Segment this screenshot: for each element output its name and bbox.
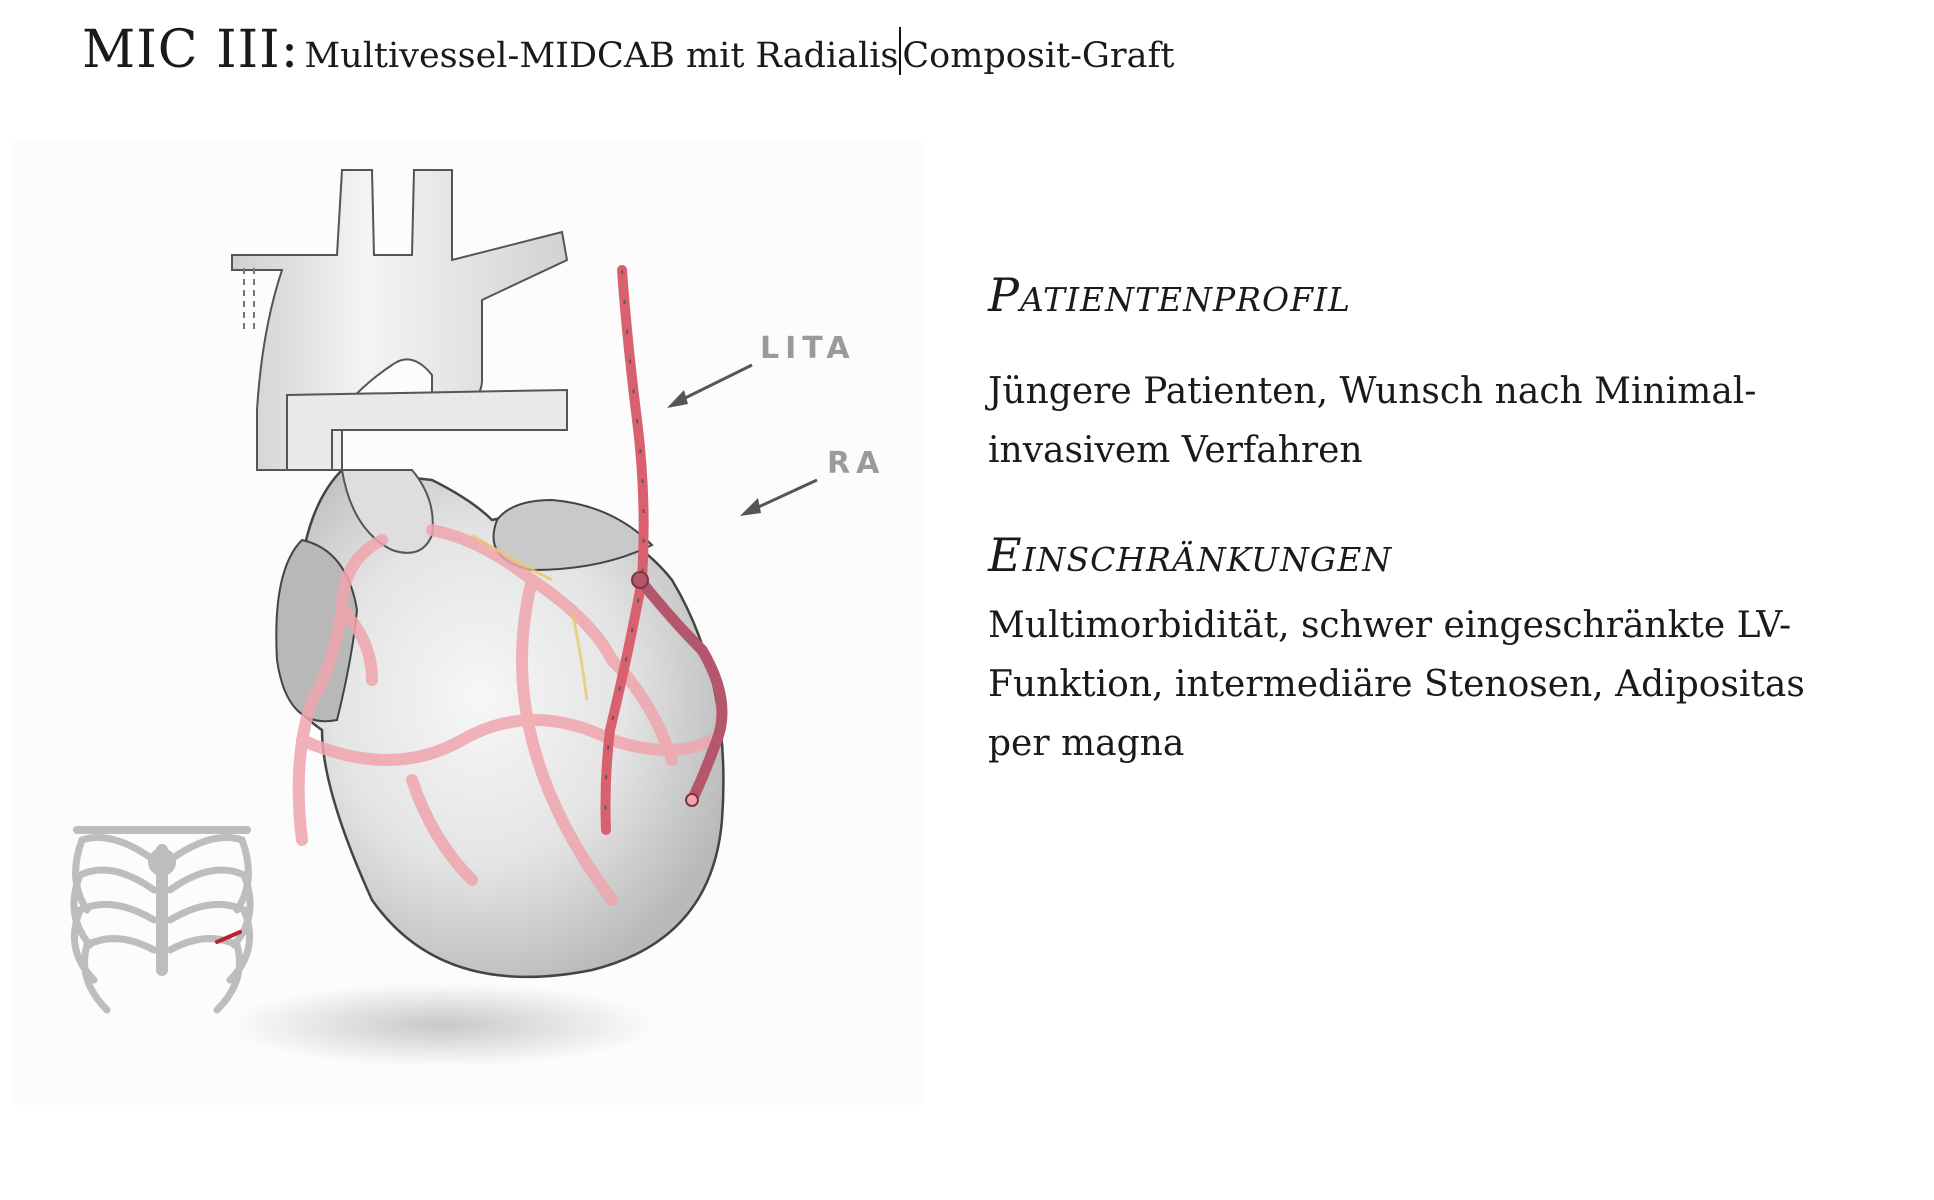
dashed-vessel <box>243 268 255 330</box>
lita-label-group: LITA <box>667 331 856 408</box>
title-subtitle-part2: Composit-Graft <box>902 36 1175 76</box>
heading-einschraenkungen: Einschränkungen <box>988 528 1888 582</box>
heading-rest: inschränkungen <box>1022 540 1393 579</box>
ra-label: RA <box>827 446 885 481</box>
heading-patientenprofil: Patientenprofil <box>988 268 1888 322</box>
incision-mark <box>215 930 242 944</box>
lita-label: LITA <box>760 331 856 366</box>
heading-initial: P <box>988 268 1020 322</box>
text-einschraenkungen: Multimorbidität, schwer eingeschränkte L… <box>988 605 1805 764</box>
page-title: MIC III: Multivessel-MIDCAB mit Radialis… <box>82 24 1175 76</box>
coronary-vessels <box>292 524 718 906</box>
heading-rest: atientenprofil <box>1019 280 1351 319</box>
heading-initial: E <box>988 528 1023 582</box>
ra-graft <box>634 574 728 806</box>
pulmonary-artery <box>286 388 568 471</box>
title-subtitle-part1: Multivessel-MIDCAB mit Radialis <box>304 36 899 76</box>
ra-label-group: RA <box>740 446 885 516</box>
aortic-root <box>340 469 434 554</box>
heart-shadow <box>227 983 657 1067</box>
heart-illustration: LITA RA <box>12 140 924 1105</box>
text-patientenprofil: Jüngere Patienten, Wunsch nach Minimal-i… <box>988 371 1757 471</box>
text-cursor <box>899 27 902 75</box>
title-main: MIC III: <box>82 20 300 80</box>
info-column: Patientenprofil Jüngere Patienten, Wunsc… <box>988 268 1888 773</box>
